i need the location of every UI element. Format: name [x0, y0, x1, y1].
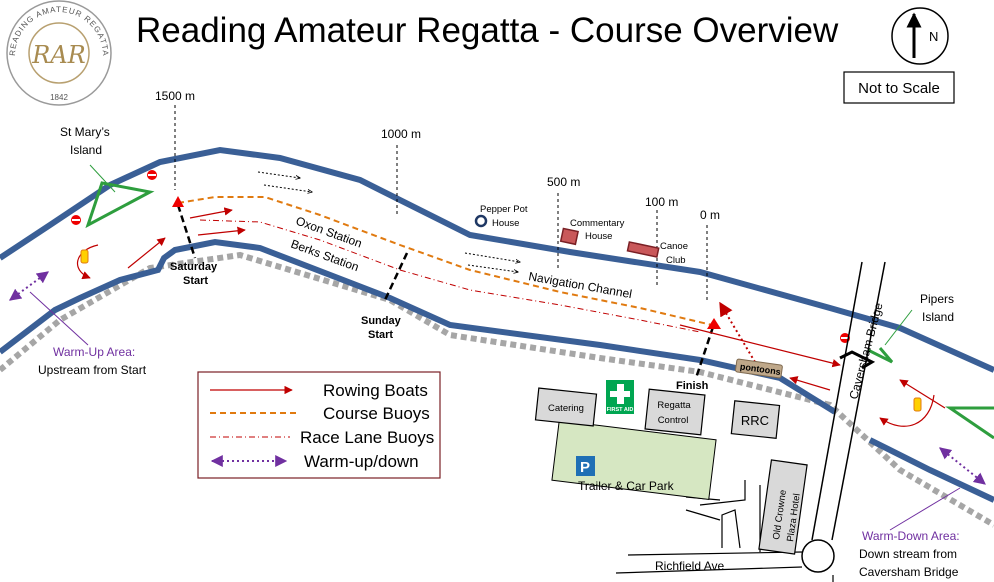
course-buoy-line — [177, 196, 713, 326]
pipers-island-label-2: Island — [922, 310, 954, 324]
warm-up-area-desc: Upstream from Start — [38, 363, 147, 377]
scale-note: Not to Scale — [843, 71, 955, 104]
first-aid-label: FIRST AID — [607, 407, 634, 413]
north-label: N — [929, 29, 938, 44]
saturday-start-line — [176, 204, 197, 259]
river-south-bank — [0, 238, 837, 415]
warm-down-area-desc-1: Down stream from — [859, 547, 957, 561]
navigation-channel-arrows — [257, 171, 520, 272]
warm-down-pointer — [889, 487, 961, 531]
parking-icon — [576, 456, 595, 476]
st-marys-label-2: Island — [70, 143, 102, 157]
finish-buoy-icon — [707, 318, 721, 329]
pepper-pot-label-2: House — [492, 218, 519, 229]
rowing-boat-arrows — [76, 207, 946, 427]
pepper-pot-label-1: Pepper Pot — [480, 204, 528, 215]
rrc-label: RRC — [741, 413, 769, 428]
caversham-bridge — [811, 261, 886, 541]
marker-0m: 0 m — [700, 208, 720, 222]
buoy-icon — [80, 249, 89, 264]
sunday-start-line — [383, 252, 409, 301]
roundabout — [801, 539, 835, 573]
catering-label: Catering — [548, 403, 584, 414]
commentary-house-icon — [559, 227, 579, 246]
race-lane-buoy-line — [199, 219, 701, 333]
finish-line — [694, 326, 715, 379]
pipers-island-label-1: Pipers — [920, 292, 954, 306]
commentary-label-1: Commentary — [570, 218, 625, 229]
trailer-car-park — [551, 420, 717, 500]
warm-down-area-title: Warm-Down Area: — [862, 529, 960, 543]
pepper-pot-icon — [474, 214, 488, 228]
buoy-icon-east — [913, 397, 922, 412]
first-aid-icon: FIRST AID — [606, 380, 634, 414]
page-title: Reading Amateur Regatta - Course Overvie… — [136, 11, 839, 50]
north-arrow-icon: N — [891, 7, 949, 65]
car-park-label: Trailer & Car Park — [578, 479, 675, 493]
crest-monogram: RAR — [31, 41, 85, 69]
warm-up-pointer — [29, 291, 89, 346]
pipers-island-icon — [867, 347, 894, 364]
marker-1000m: 1000 m — [381, 127, 421, 141]
old-crowne-plaza-hotel — [758, 459, 808, 555]
saturday-start-label-1: Saturday — [170, 261, 218, 273]
marker-500m: 500 m — [547, 175, 580, 189]
saturday-start-label-2: Start — [183, 275, 208, 287]
legend-rowing-boats: Rowing Boats — [323, 381, 428, 400]
roads — [615, 480, 834, 582]
no-entry-sign-icon — [71, 170, 850, 343]
commentary-label-2: House — [585, 231, 612, 242]
bridge-arrow-icon — [839, 350, 876, 370]
regatta-control-label-2: Control — [658, 415, 689, 426]
finish-label: Finish — [676, 380, 709, 392]
st-marys-island-icon — [85, 181, 155, 229]
crest-year: 1842 — [50, 93, 68, 102]
parking-symbol: P — [580, 459, 590, 476]
regatta-control-building: Regatta Control — [644, 388, 706, 436]
warm-down-area-desc-2: Caversham Bridge — [859, 565, 959, 579]
warm-up-area-title: Warm-Up Area: — [53, 345, 135, 359]
st-marys-label-1: St Mary’s — [60, 125, 110, 139]
canoe-club-icon — [626, 241, 660, 258]
towpath — [0, 251, 994, 528]
pipers-island-east-icon — [945, 406, 994, 440]
legend-warm-up-down: Warm-up/down — [304, 452, 419, 471]
navigation-channel-label: Navigation Channel — [527, 269, 633, 301]
legend-course-buoys: Course Buoys — [323, 404, 430, 423]
legend-race-lane-buoys: Race Lane Buoys — [300, 428, 434, 447]
start-buoy-icon — [172, 196, 184, 207]
sunday-start-label-1: Sunday — [361, 315, 402, 327]
pontoons-arrow — [719, 301, 756, 363]
river-east-south-bank — [868, 437, 994, 503]
canoe-club-label-2: Club — [666, 255, 686, 266]
rrc-building: RRC — [730, 400, 781, 439]
marker-100m: 100 m — [645, 195, 678, 209]
regatta-control-label-1: Regatta — [657, 400, 691, 411]
map-legend: Rowing Boats Course Buoys Race Lane Buoy… — [197, 371, 441, 479]
catering-building: Catering — [534, 387, 598, 427]
sunday-start-label-2: Start — [368, 329, 393, 341]
richfield-ave-label: Richfield Ave — [655, 559, 724, 573]
regatta-crest-logo: READING AMATEUR REGATTA 1842 RAR — [6, 0, 112, 106]
distance-markers — [174, 105, 708, 300]
warm-up-arrow — [9, 271, 49, 301]
canoe-club-label-1: Canoe — [660, 241, 688, 252]
scale-note-text: Not to Scale — [858, 80, 940, 97]
marker-1500m: 1500 m — [155, 89, 195, 103]
